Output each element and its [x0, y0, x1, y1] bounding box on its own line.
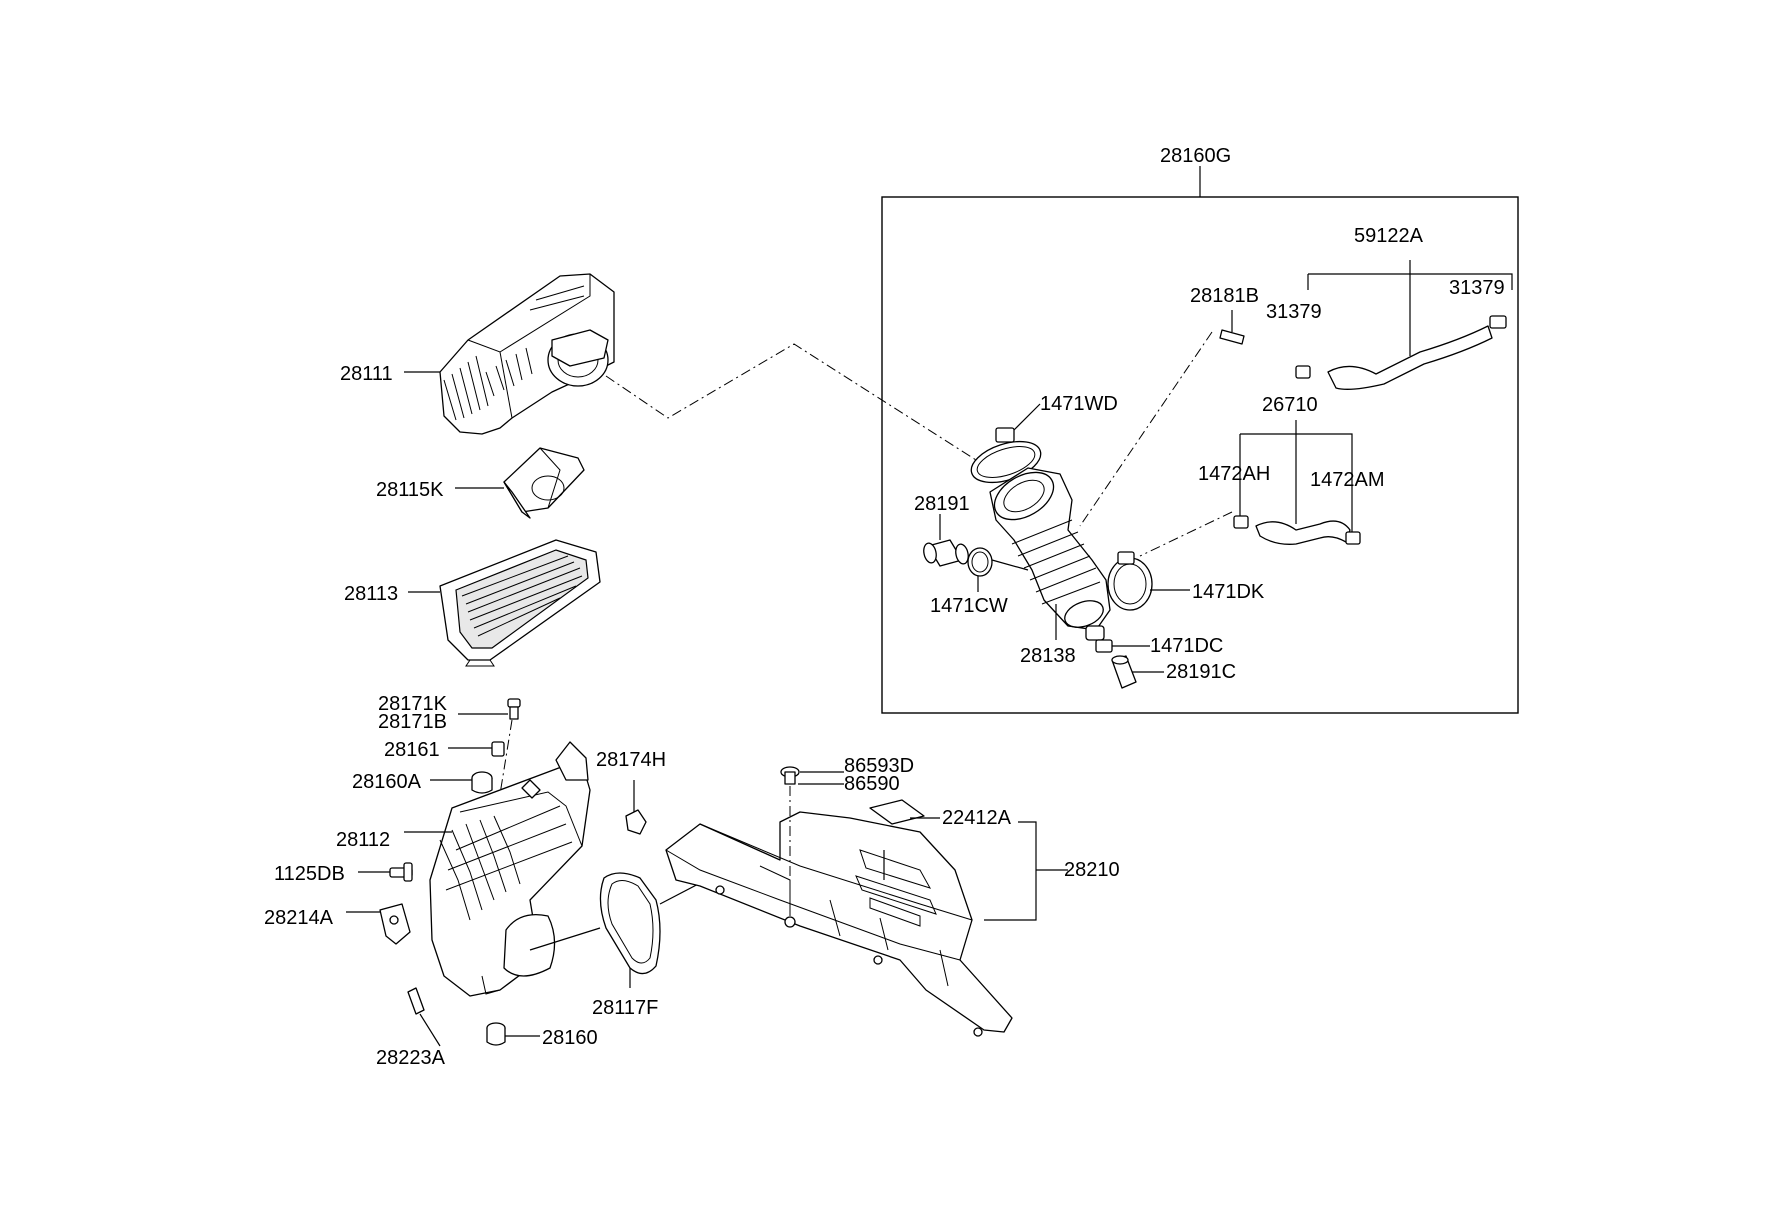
- label-31379-a: 31379: [1266, 301, 1322, 323]
- label-28191C: 28191C: [1166, 661, 1236, 683]
- nipple-28181B[interactable]: [1219, 329, 1245, 345]
- label-1471DC: 1471DC: [1150, 635, 1223, 657]
- bolt-28171K[interactable]: [507, 698, 521, 720]
- bracket-28214A[interactable]: [379, 903, 411, 945]
- grommet-28161[interactable]: [491, 741, 505, 757]
- label-28171K: 28171K: [378, 693, 448, 715]
- label-28161: 28161: [384, 739, 440, 761]
- leader-26710: [1239, 420, 1353, 532]
- label-22412A[interactable]: [869, 799, 925, 825]
- hose-26710[interactable]: [1255, 520, 1351, 545]
- gasket-28117F[interactable]: [599, 872, 661, 975]
- leader-28210-upper: [984, 821, 1037, 921]
- label-22412A: 22412A: [942, 807, 1012, 829]
- label-28181B: 28181B: [1190, 285, 1259, 307]
- dash-28181B: [1079, 331, 1213, 527]
- label-28223A: 28223A: [376, 1047, 446, 1069]
- leader-1471WD: [1013, 403, 1041, 431]
- label-1472AH: 1472AH: [1198, 463, 1270, 485]
- intake-hose-28138[interactable]: [986, 463, 1111, 641]
- label-28111: 28111: [340, 363, 393, 385]
- screw-86593D[interactable]: [780, 766, 800, 785]
- label-86590: 86590: [844, 773, 900, 795]
- label-59122A: 59122A: [1354, 225, 1424, 247]
- label-28174H: 28174H: [596, 749, 666, 771]
- clamp-1472AM[interactable]: [1345, 531, 1361, 545]
- clip-28223A[interactable]: [407, 987, 425, 1015]
- bolt-1125DB[interactable]: [389, 862, 413, 882]
- leader-28223A: [419, 1013, 441, 1047]
- clamp-1471DC[interactable]: [1095, 639, 1113, 653]
- label-28191: 28191: [914, 493, 970, 515]
- dash-fastener-line: [469, 719, 513, 981]
- clip-31379-left[interactable]: [1295, 365, 1311, 379]
- label-28160G: 28160G: [1160, 145, 1231, 167]
- leader-59122A: [1307, 260, 1513, 356]
- air-cleaner-body-28112[interactable]: [429, 741, 591, 997]
- air-duct-28210[interactable]: [665, 811, 1013, 1037]
- label-28171B: 28171B: [378, 711, 447, 733]
- label-28214A: 28214A: [264, 907, 334, 929]
- dash-cover-to-hose: [605, 343, 977, 461]
- resonator-28115K[interactable]: [503, 447, 585, 519]
- leader-28117F-b: [529, 927, 601, 951]
- dash-26710: [1139, 511, 1233, 557]
- label-28117F: 28117F: [592, 997, 658, 1019]
- label-28160: 28160: [542, 1027, 598, 1049]
- clamp-1471DK[interactable]: [1107, 551, 1153, 611]
- air-filter-element-28113[interactable]: [439, 539, 601, 667]
- label-1125DB: 1125DB: [274, 863, 345, 885]
- label-1471CW: 1471CW: [930, 595, 1008, 617]
- clip-31379-right[interactable]: [1489, 315, 1507, 329]
- label-28115K: 28115K: [376, 479, 444, 501]
- label-1471DK: 1471DK: [1192, 581, 1265, 603]
- label-26710: 26710: [1262, 394, 1318, 416]
- leader-1471CW-b: [991, 559, 1029, 571]
- cap-28191C[interactable]: [1111, 655, 1137, 689]
- label-1471WD: 1471WD: [1040, 393, 1118, 415]
- label-86593D: 86593D: [844, 755, 914, 777]
- label-31379-b: 31379: [1449, 277, 1505, 299]
- clamp-1471CW[interactable]: [967, 547, 993, 577]
- air-cleaner-cover-28111[interactable]: [439, 273, 615, 435]
- label-28113: 28113: [344, 583, 398, 605]
- label-28160A: 28160A: [352, 771, 422, 793]
- label-28210: 28210: [1064, 859, 1120, 881]
- insulator-28160A[interactable]: [471, 771, 493, 794]
- label-1472AM: 1472AM: [1310, 469, 1385, 491]
- clamp-1472AH[interactable]: [1233, 515, 1249, 529]
- hose-28191[interactable]: [922, 539, 970, 567]
- insulator-28160[interactable]: [486, 1022, 506, 1046]
- label-28112: 28112: [336, 829, 390, 851]
- label-28138: 28138: [1020, 645, 1076, 667]
- clip-28174H[interactable]: [625, 809, 647, 835]
- hose-59122A[interactable]: [1327, 325, 1493, 390]
